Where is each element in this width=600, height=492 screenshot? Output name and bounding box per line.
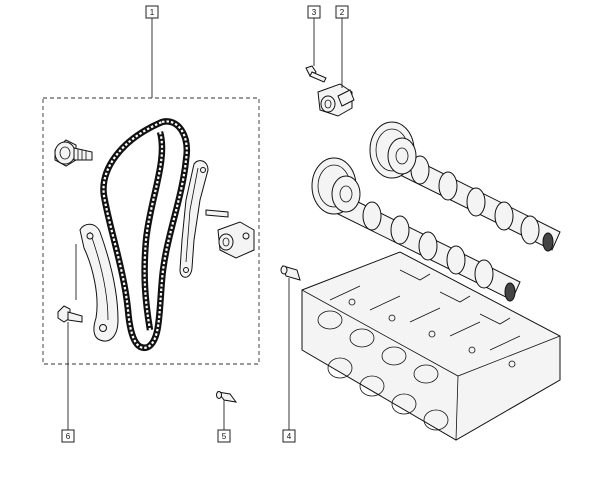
callout-2: 2 — [335, 5, 349, 19]
callout-5-label: 5 — [222, 432, 227, 441]
chain-guide — [179, 160, 209, 278]
chain-tensioner — [205, 209, 255, 259]
callout-2-label: 2 — [340, 8, 345, 17]
callout-4: 4 — [282, 429, 296, 443]
callout-4-label: 4 — [287, 432, 292, 441]
callout-1: 1 — [145, 5, 159, 19]
timing-chain[interactable] — [100, 118, 191, 352]
intake-cam-phaser — [369, 121, 417, 179]
timing-kit-boundary — [42, 97, 260, 365]
shoe-pivot-bolt — [57, 305, 83, 323]
dowel-pin-upper — [280, 265, 301, 281]
upper-tensioner-bolt — [305, 65, 327, 83]
exhaust-cam-phaser — [311, 157, 361, 215]
callout-5: 5 — [217, 429, 231, 443]
callout-3-label: 3 — [312, 8, 317, 17]
callout-3: 3 — [307, 5, 321, 19]
cylinder-head — [301, 251, 561, 441]
exhaust-camshaft — [337, 195, 521, 302]
flanged-bolt — [54, 139, 93, 167]
upper-tensioner — [317, 83, 355, 117]
callout-6-label: 6 — [66, 432, 71, 441]
callout-6: 6 — [61, 429, 75, 443]
dowel-pin-lower — [216, 391, 238, 403]
callout-1-label: 1 — [150, 8, 155, 17]
tensioner-shoe — [79, 223, 119, 342]
